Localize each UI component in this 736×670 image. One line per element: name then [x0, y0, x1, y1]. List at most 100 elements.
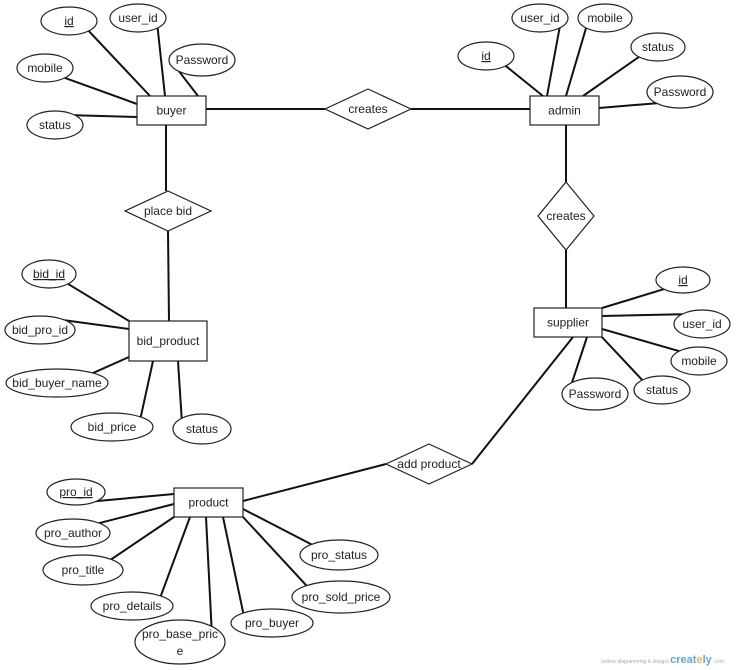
attribute-connector — [110, 516, 175, 561]
attribute-label: pro_base_pric — [142, 627, 218, 641]
attribute-ellipse — [70, 412, 154, 442]
attribute-label: id — [64, 14, 73, 28]
creately-watermark: (online diagramming & design) creately .… — [601, 654, 724, 666]
attribute-supplier-password[interactable]: Password — [561, 377, 629, 411]
attribute-product-pro_title[interactable]: pro_title — [42, 554, 124, 586]
attribute-buyer-user_id[interactable]: user_id — [109, 3, 167, 33]
logo-text-accent: e — [696, 654, 703, 666]
attribute-label: status — [642, 40, 674, 54]
attribute-product-pro_base_price[interactable]: pro_base_price — [134, 619, 226, 665]
attribute-ellipse — [299, 539, 379, 571]
attribute-ellipse — [172, 413, 232, 445]
attribute-supplier-id[interactable]: id — [655, 266, 711, 294]
attribute-ellipse — [673, 309, 731, 339]
relationship-label: creates — [546, 209, 585, 223]
entity-bid_product[interactable]: bid_product — [128, 320, 208, 362]
attribute-ellipse — [109, 3, 167, 33]
attribute-label: mobile — [27, 61, 63, 75]
attribute-label: status — [39, 118, 71, 132]
attribute-admin-user_id[interactable]: user_id — [511, 3, 569, 33]
attribute-ellipse — [16, 53, 74, 83]
attribute-label: mobile — [587, 11, 623, 25]
entity-admin[interactable]: admin — [529, 95, 600, 126]
relationship-diamond — [384, 443, 474, 485]
attribute-connector — [98, 503, 175, 525]
relationship-diamond — [537, 181, 595, 251]
attribute-label: pro_buyer — [245, 616, 299, 630]
attribute-label: pro_sold_price — [302, 590, 381, 604]
attribute-bid_product-bid_buyer_name[interactable]: bid_buyer_name — [5, 368, 109, 398]
relationship-rel_place_bid[interactable]: place bid — [123, 190, 213, 232]
attribute-connector — [242, 516, 308, 587]
attribute-admin-id[interactable]: id — [457, 41, 515, 71]
attribute-connector — [92, 356, 130, 375]
attribute-label: pro_status — [311, 548, 367, 562]
attribute-label: pro_id — [59, 485, 92, 499]
attribute-supplier-user_id[interactable]: user_id — [673, 309, 731, 339]
attribute-bid_product-status[interactable]: status — [172, 413, 232, 445]
attribute-ellipse — [134, 619, 226, 665]
attribute-buyer-password[interactable]: Password — [168, 43, 236, 77]
attribute-ellipse — [670, 346, 728, 376]
attribute-buyer-id[interactable]: id — [40, 6, 98, 36]
attribute-product-pro_id[interactable]: pro_id — [46, 478, 106, 506]
attribute-admin-status[interactable]: status — [630, 32, 686, 62]
attribute-connector — [601, 288, 665, 309]
relationship-label: place bid — [144, 204, 192, 218]
attribute-bid_product-bid_id[interactable]: bid_id — [21, 259, 77, 289]
attribute-label: pro_author — [44, 526, 102, 540]
attribute-product-pro_status[interactable]: pro_status — [299, 539, 379, 571]
attribute-connector — [601, 313, 683, 317]
relationship-rel_add_product[interactable]: add product — [384, 443, 474, 485]
relationship-connector — [167, 230, 170, 322]
attribute-connector — [139, 360, 154, 418]
attribute-supplier-mobile[interactable]: mobile — [670, 346, 728, 376]
creately-logo: creately — [670, 654, 712, 666]
attribute-ellipse — [511, 3, 569, 33]
attribute-label: user_id — [520, 11, 559, 25]
attribute-ellipse — [561, 377, 629, 411]
attribute-connector — [64, 319, 130, 330]
entity-product[interactable]: product — [173, 487, 244, 518]
attribute-label: status — [186, 422, 218, 436]
attribute-label: pro_title — [62, 563, 105, 577]
entity-supplier[interactable]: supplier — [533, 307, 603, 338]
attribute-connector — [96, 493, 175, 503]
attribute-ellipse — [457, 41, 515, 71]
attribute-bid_product-bid_price[interactable]: bid_price — [70, 412, 154, 442]
attribute-connector — [156, 27, 166, 97]
attribute-buyer-status[interactable]: status — [26, 110, 84, 140]
relationship-rel_buyer_admin[interactable]: creates — [323, 88, 413, 130]
entity-buyer[interactable]: buyer — [136, 95, 207, 126]
entity-box — [128, 320, 208, 362]
attribute-ellipse — [633, 375, 691, 405]
watermark-caption: (online diagramming & design) — [600, 659, 669, 665]
attribute-ellipse — [4, 315, 76, 345]
attribute-label: bid_pro_id — [12, 323, 68, 337]
attribute-ellipse — [35, 518, 111, 548]
attribute-bid_product-bid_pro_id[interactable]: bid_pro_id — [4, 315, 76, 345]
entity-label: supplier — [547, 316, 589, 330]
attribute-product-pro_details[interactable]: pro_details — [90, 591, 174, 621]
attribute-product-pro_author[interactable]: pro_author — [35, 518, 111, 548]
attribute-ellipse — [646, 75, 714, 109]
attribute-admin-mobile[interactable]: mobile — [577, 3, 633, 33]
attribute-connector — [504, 65, 544, 97]
relationship-rel_admin_supplier[interactable]: creates — [537, 181, 595, 251]
attribute-supplier-status[interactable]: status — [633, 375, 691, 405]
attribute-connector — [64, 76, 138, 105]
attribute-buyer-mobile[interactable]: mobile — [16, 53, 74, 83]
attribute-product-pro_buyer[interactable]: pro_buyer — [230, 608, 314, 638]
attribute-label: Password — [569, 387, 622, 401]
attribute-admin-password[interactable]: Password — [646, 75, 714, 109]
attribute-connector — [242, 508, 313, 546]
logo-text-tail: ly — [702, 654, 712, 666]
relationship-label: add product — [397, 457, 461, 471]
attribute-ellipse — [168, 43, 236, 77]
attribute-ellipse — [5, 368, 109, 398]
attribute-label: id — [481, 49, 490, 63]
attribute-ellipse — [42, 554, 124, 586]
attribute-product-pro_sold_price[interactable]: pro_sold_price — [291, 580, 391, 614]
